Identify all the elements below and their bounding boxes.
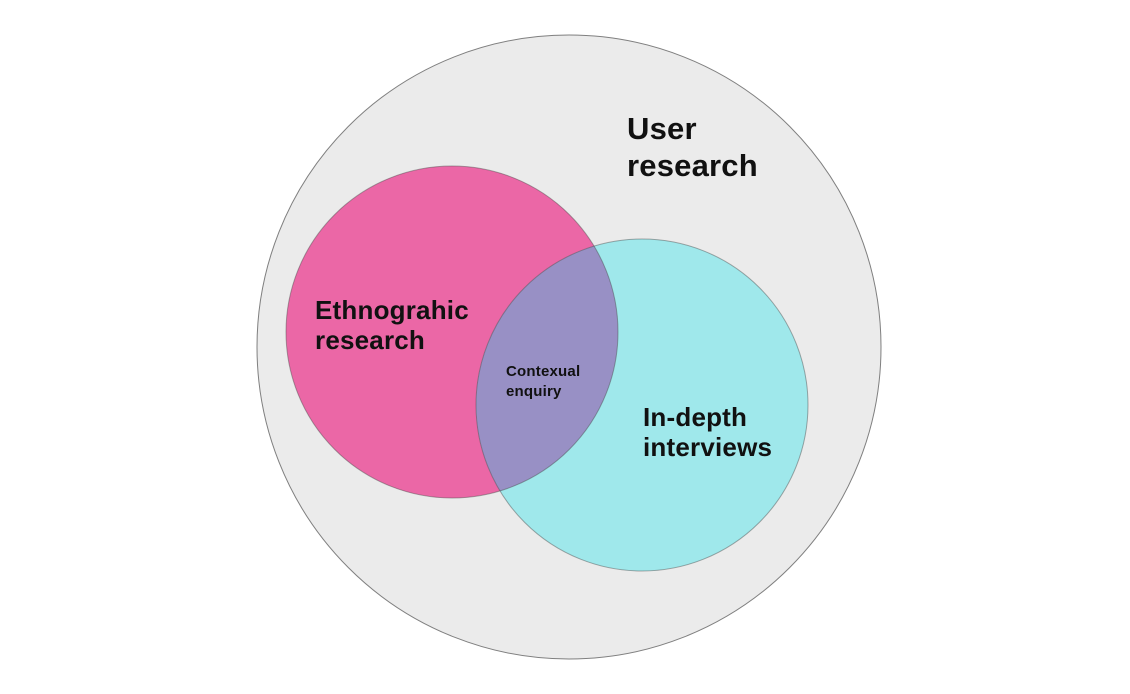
in-depth-interviews-label: In-depth interviews <box>643 402 773 462</box>
contextual-enquiry-label: Contexual enquiry <box>506 363 581 400</box>
circle-in-depth-outline <box>475 238 809 572</box>
outer-circle-label: User research <box>627 111 758 183</box>
circle-ethnographic-outline <box>285 165 619 499</box>
ethnographic-research-label: Ethnograhic research <box>315 295 469 355</box>
